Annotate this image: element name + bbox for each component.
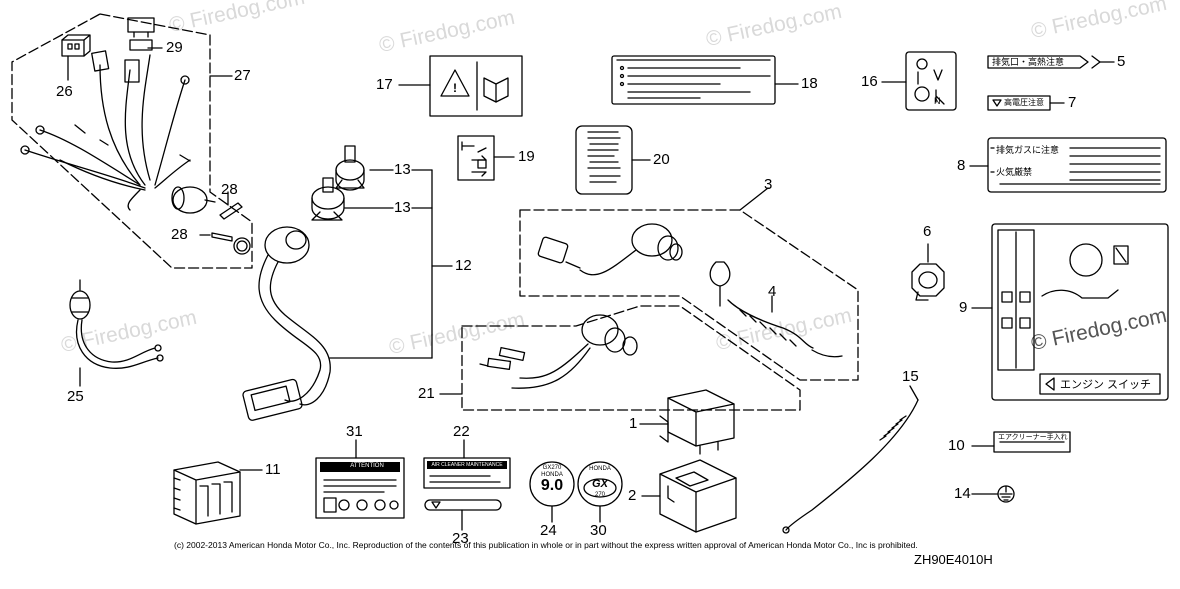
label-8 <box>987 137 1167 193</box>
callout-6[interactable]: 6 <box>923 223 932 240</box>
wire-coil-4 <box>709 261 843 358</box>
callout-9[interactable]: 9 <box>959 299 968 316</box>
callout-26[interactable]: 26 <box>56 83 73 100</box>
key-switch-13-top <box>335 145 365 191</box>
svg-text:!: ! <box>453 81 457 95</box>
solenoid-3 <box>537 223 683 276</box>
rectifier-11 <box>173 461 241 525</box>
decal-30-model: 270 <box>594 492 605 498</box>
pin-28 <box>211 202 251 255</box>
label-7-text: 高電圧注意 <box>1004 98 1044 107</box>
callout-25[interactable]: 25 <box>67 388 84 405</box>
callout-30[interactable]: 30 <box>590 522 607 539</box>
callout-1[interactable]: 1 <box>629 415 638 432</box>
wiring-harness-27 <box>20 39 216 214</box>
callout-16[interactable]: 16 <box>861 73 878 90</box>
svg-text:N: N <box>934 96 941 106</box>
callout-15[interactable]: 15 <box>902 368 919 385</box>
callout-13[interactable]: 13 <box>394 199 411 216</box>
label-9-text: エンジン スイッチ <box>1060 379 1152 391</box>
callout-4[interactable]: 4 <box>768 283 777 300</box>
label-16: N <box>905 51 957 111</box>
group-3-outline <box>519 209 859 381</box>
callout-2[interactable]: 2 <box>628 487 637 504</box>
callout-12[interactable]: 12 <box>455 257 472 274</box>
decal-24-honda: HONDA <box>541 472 563 478</box>
copyright-notice: (c) 2002-2013 American Honda Motor Co., … <box>174 540 918 550</box>
ground-mark-14 <box>997 485 1015 503</box>
callout-23[interactable]: 23 <box>452 530 469 547</box>
callout-28[interactable]: 28 <box>171 226 188 243</box>
callout-7[interactable]: 7 <box>1068 94 1077 111</box>
callout-20[interactable]: 20 <box>653 151 670 168</box>
callout-18[interactable]: 18 <box>801 75 818 92</box>
callout-10[interactable]: 10 <box>948 437 965 454</box>
callout-21[interactable]: 21 <box>418 385 435 402</box>
callout-29[interactable]: 29 <box>166 39 183 56</box>
solenoid-21 <box>479 314 638 389</box>
label-20 <box>575 125 633 195</box>
relay-1 <box>659 389 735 455</box>
label-8-line2: 火気厳禁 <box>996 167 1033 177</box>
callout-28[interactable]: 28 <box>221 181 238 198</box>
figure-code: ZH90E4010H <box>914 552 993 567</box>
switch-wire-25 <box>69 279 164 369</box>
callout-3[interactable]: 3 <box>764 176 773 193</box>
callout-11[interactable]: 11 <box>265 461 281 478</box>
label-10 <box>993 431 1071 453</box>
label-9 <box>991 223 1169 401</box>
callout-13[interactable]: 13 <box>394 161 411 178</box>
label-18 <box>611 55 776 105</box>
label-8-line1: 排気ガスに注意 <box>996 145 1060 155</box>
attention-text: ATTENTION <box>350 463 384 469</box>
label-10-text: エアクリーナー手入れ <box>998 434 1068 441</box>
label-19 <box>457 135 495 181</box>
label-5-text: 排気口・高熱注意 <box>992 57 1065 67</box>
nut-6 <box>911 263 945 301</box>
decal-24-model: GX270 <box>542 465 562 471</box>
callout-5[interactable]: 5 <box>1117 53 1126 70</box>
label-17: ! <box>429 55 523 117</box>
fuse-29 <box>127 17 155 38</box>
connector-26 <box>61 34 91 57</box>
decal-30-honda: HONDA <box>589 466 611 472</box>
callout-19[interactable]: 19 <box>518 148 535 165</box>
group-27-outline <box>11 13 253 269</box>
rod-15 <box>782 399 919 534</box>
key-switch-13-bottom <box>311 177 345 221</box>
callout-17[interactable]: 17 <box>376 76 393 93</box>
callout-24[interactable]: 24 <box>540 522 557 539</box>
callout-8[interactable]: 8 <box>957 157 966 174</box>
label-22 <box>423 457 511 489</box>
callout-22[interactable]: 22 <box>453 423 470 440</box>
decal-24-hp: 9.0 <box>540 477 564 494</box>
label-23 <box>424 499 502 511</box>
decal-30-gx: GX <box>592 478 608 490</box>
callout-31[interactable]: 31 <box>346 423 363 440</box>
callout-27[interactable]: 27 <box>234 67 251 84</box>
ignition-switch-harness-12 <box>242 226 331 421</box>
air-cleaner-text: AIR CLEANER MAINTENANCE <box>431 462 503 468</box>
label-31 <box>315 457 405 519</box>
group-21-outline <box>461 305 801 411</box>
grommet-2 <box>659 459 737 533</box>
callout-14[interactable]: 14 <box>954 485 971 502</box>
